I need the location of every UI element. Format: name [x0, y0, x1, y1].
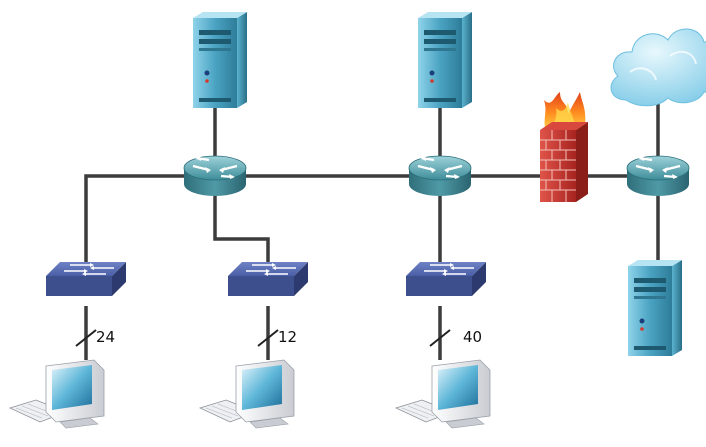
slash-marker-3 [429, 329, 451, 347]
router-2-icon [407, 154, 473, 198]
group-1-count-label: 24 [96, 328, 115, 346]
link-router1-switch2 [213, 176, 270, 262]
slash-marker-2 [257, 329, 279, 347]
link-router1-switch1 [84, 174, 186, 262]
server-1-icon [193, 12, 247, 108]
workstation-group-3-icon [395, 359, 491, 429]
server-2-icon [418, 12, 472, 108]
switch-2-icon [227, 261, 309, 297]
switch-1-icon [45, 261, 127, 297]
switch-3-icon [405, 261, 487, 297]
count-markers [75, 329, 451, 347]
workstation-group-1-icon [9, 359, 105, 429]
group-3-count-label: 40 [463, 328, 482, 346]
links-layer [84, 100, 660, 360]
server-3-icon [628, 260, 682, 356]
group-2-count-label: 12 [278, 328, 297, 346]
slash-marker-1 [75, 329, 97, 347]
firewall-icon [540, 92, 588, 202]
workstation-group-2-icon [199, 359, 295, 429]
router-3-icon [625, 154, 691, 198]
cloud-icon [610, 28, 706, 107]
router-1-icon [182, 154, 248, 198]
